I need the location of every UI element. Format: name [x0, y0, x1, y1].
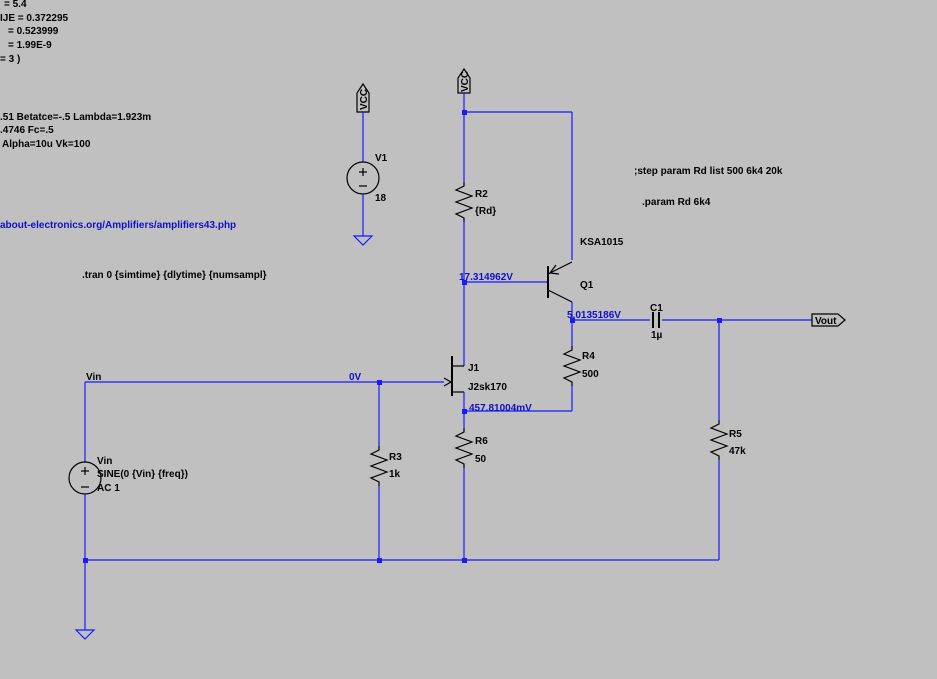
ground-icon — [352, 235, 374, 246]
r4-value: 500 — [582, 369, 599, 380]
voltage-source-v1[interactable] — [346, 161, 380, 195]
q1-name: Q1 — [580, 280, 594, 291]
vout-port[interactable]: Vout — [811, 313, 846, 327]
q1-model: KSA1015 — [580, 237, 624, 248]
r3-value: 1k — [389, 469, 401, 480]
resistor-r3[interactable] — [369, 446, 389, 486]
j1-model: J2sk170 — [468, 382, 507, 393]
param-directive[interactable]: .param Rd 6k4 — [642, 197, 711, 208]
model-param-line: .51 Betatce=-.5 Lambda=1.923m — [0, 112, 151, 123]
r5-name: R5 — [729, 429, 742, 440]
c1-value: 1µ — [651, 330, 663, 341]
r3-name: R3 — [389, 452, 402, 463]
r5-value: 47k — [729, 446, 746, 457]
source-voltage: 457.81004mV — [469, 403, 532, 414]
gate-voltage: 0V — [349, 372, 362, 383]
model-param-line: = 3 ) — [0, 54, 20, 65]
step-directive[interactable]: ;step param Rd list 500 6k4 20k — [634, 166, 783, 177]
v1-name: V1 — [375, 153, 388, 164]
model-param-line: .4746 Fc=.5 — [0, 125, 54, 136]
junction-dot — [462, 558, 467, 563]
vcc-flag-v1[interactable]: VCC — [356, 82, 370, 113]
r2-value: {Rd} — [475, 206, 496, 217]
j1-name: J1 — [468, 363, 480, 374]
c1-name: C1 — [650, 303, 663, 314]
vcc-label: VCC — [460, 71, 471, 92]
transistor-q1[interactable] — [547, 261, 573, 303]
vcc-label: VCC — [359, 89, 370, 110]
vin-name: Vin — [97, 456, 112, 467]
ground-icon — [74, 629, 96, 640]
vout-label: Vout — [815, 316, 837, 327]
model-param-line: Alpha=10u Vk=100 — [2, 139, 91, 150]
junction-dot — [462, 409, 467, 414]
r6-name: R6 — [475, 436, 488, 447]
tran-directive[interactable]: .tran 0 {simtime} {dlytime} {numsampl} — [82, 270, 267, 281]
model-param-line: = 0.523999 — [8, 26, 59, 37]
resistor-r6[interactable] — [454, 428, 474, 468]
drain-voltage: 17.314962V — [459, 272, 513, 283]
url-comment[interactable]: about-electronics.org/Amplifiers/amplifi… — [0, 220, 236, 231]
r2-name: R2 — [475, 189, 488, 200]
resistor-r5[interactable] — [709, 420, 729, 460]
emitter-voltage: 5.0135186V — [567, 310, 621, 321]
model-param-line: = 1.99E-9 — [8, 40, 52, 51]
vin-ac: AC 1 — [97, 483, 120, 494]
model-param-line: = 5.4 — [4, 0, 27, 10]
vin-value: SINE(0 {Vin} {freq}) — [97, 469, 188, 480]
r4-name: R4 — [582, 351, 595, 362]
junction-dot — [377, 558, 382, 563]
resistor-r2[interactable] — [454, 182, 474, 222]
vcc-flag-rail[interactable]: VCC — [457, 67, 471, 94]
resistor-r4[interactable] — [562, 346, 582, 386]
junction-dot — [83, 558, 88, 563]
jfet-j1[interactable] — [443, 356, 464, 396]
capacitor-c1[interactable] — [652, 312, 660, 328]
model-param-line: IJE = 0.372295 — [0, 13, 69, 24]
r6-value: 50 — [475, 454, 487, 465]
v1-value: 18 — [375, 193, 387, 204]
vin-net-label: Vin — [86, 372, 101, 383]
